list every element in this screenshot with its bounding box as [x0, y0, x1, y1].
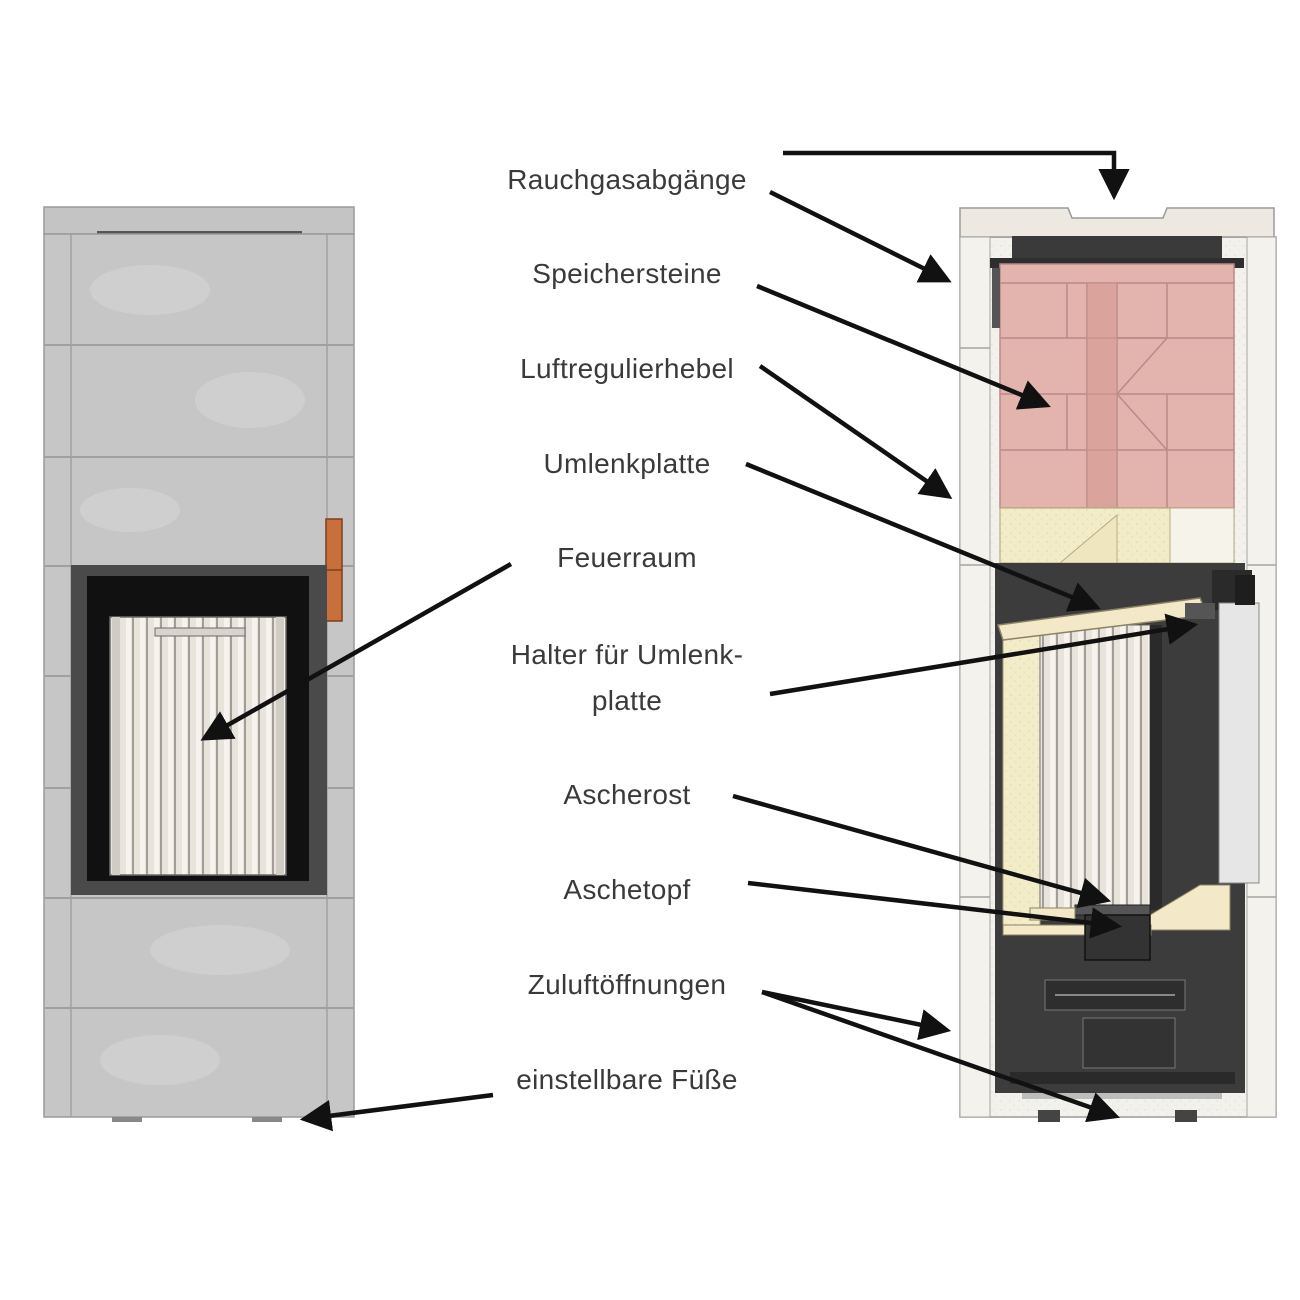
foot-section-left — [1038, 1110, 1060, 1122]
label-luftregulierhebel: Luftregulierhebel — [520, 353, 734, 384]
arrow-fuesse — [299, 1092, 494, 1132]
label-umlenkplatte: Umlenkplatte — [543, 448, 711, 479]
cross-section — [959, 207, 1277, 1122]
firebox-interior — [109, 616, 287, 876]
label-zuluftoeffnungen: Zuluftöffnungen — [527, 969, 727, 1000]
arrow-aschetopf — [747, 880, 1123, 939]
top-cap — [43, 206, 355, 235]
arrow-feuer — [200, 562, 513, 741]
label-einstellbare-fuesse: einstellbare Füße — [516, 1064, 738, 1095]
ash-grate — [1074, 904, 1151, 916]
label-feuerraum: Feuerraum — [557, 542, 697, 573]
arrow-halter — [769, 613, 1199, 697]
arrow-luft — [758, 364, 953, 499]
top-cap-section — [959, 207, 1275, 238]
arrow-top-flue — [783, 150, 1130, 201]
label-halter-line1: Halter für Umlenk- — [510, 639, 744, 670]
firebox-back-wall — [1039, 624, 1151, 911]
flue-collar — [1012, 236, 1222, 262]
foot-left — [112, 1117, 142, 1122]
label-rauchgasabgaenge: Rauchgasabgänge — [507, 164, 747, 195]
firebrick-lining — [1002, 629, 1041, 931]
baffle-holder — [1185, 603, 1215, 619]
leader-arrows — [200, 150, 1199, 1132]
top-vent-slot — [97, 231, 302, 235]
arrow-umlenk — [745, 461, 1101, 612]
foot-right — [252, 1117, 282, 1122]
foot-section-right — [1175, 1110, 1197, 1122]
arrow-speicher — [756, 283, 1051, 410]
label-aschetopf: Aschetopf — [563, 874, 691, 905]
arrow-ascherost — [732, 793, 1112, 909]
arrow-zuluft-1 — [761, 989, 952, 1041]
arrow-zuluft-2 — [761, 989, 1120, 1123]
arrow-rauchgas — [768, 189, 952, 283]
label-halter-line2: platte — [591, 685, 663, 716]
label-ascherost: Ascherost — [563, 779, 691, 810]
label-speichersteine: Speichersteine — [532, 258, 722, 289]
front-view — [43, 206, 355, 1122]
